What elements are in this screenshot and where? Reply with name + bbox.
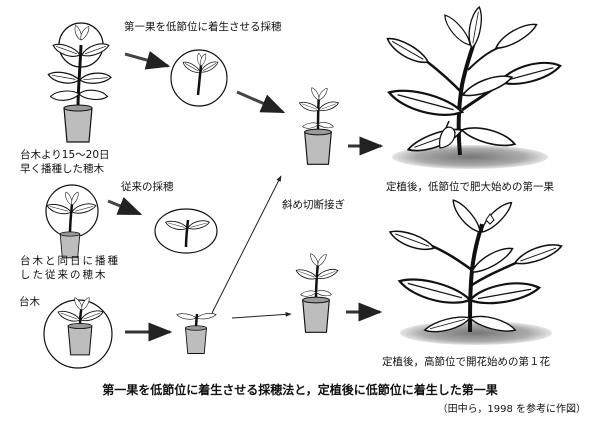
arrow-oblique-graft <box>211 175 282 314</box>
cut-scion-mid <box>154 208 218 254</box>
arrow-to-cut-scion-mid <box>107 196 143 216</box>
planted-plant-fruit <box>383 5 564 169</box>
label-early-scion-line1: 台木より15～20日 <box>20 149 110 161</box>
label-top-title: 第一果を低節位に着生させる採穂 <box>124 21 282 33</box>
label-graft-method: 斜め切断接ぎ <box>282 199 345 211</box>
arrow-rootstock-to-graft <box>231 311 292 319</box>
label-conventional-title: 従来の採穂 <box>121 181 174 193</box>
label-early-scion-line2: 早く播種した穂木 <box>20 163 104 175</box>
label-conventional-scion-line2: した従来の穂木 <box>20 269 108 281</box>
figure-source: （田中ら，1998 を参考に作図） <box>437 404 586 415</box>
label-result-top: 定植後，低節位で肥大始めの第一果 <box>386 181 554 193</box>
planted-plant-flower <box>386 196 565 345</box>
rootstock-plant <box>43 296 113 369</box>
label-result-bottom: 定植後，高節位で開花始めの第１花 <box>382 356 550 368</box>
grafted-plant-top <box>297 86 340 165</box>
label-rootstock: 台木 <box>19 296 40 308</box>
cut-scion-top <box>170 49 228 107</box>
figure-caption: 第一果を低節位に着生させる採穂法と，定植後に低節位に着生した第一果 <box>102 383 498 397</box>
cut-rootstock <box>175 311 217 354</box>
conventional-scion-plant <box>45 184 99 259</box>
label-conventional-scion-line1: 台木と同日に播種 <box>20 255 120 267</box>
arrow-to-cut-scion-top <box>124 50 171 70</box>
arrow-to-grafted-top <box>236 90 286 114</box>
early-scion-plant <box>46 22 113 143</box>
grafted-plant-bottom <box>294 252 340 333</box>
